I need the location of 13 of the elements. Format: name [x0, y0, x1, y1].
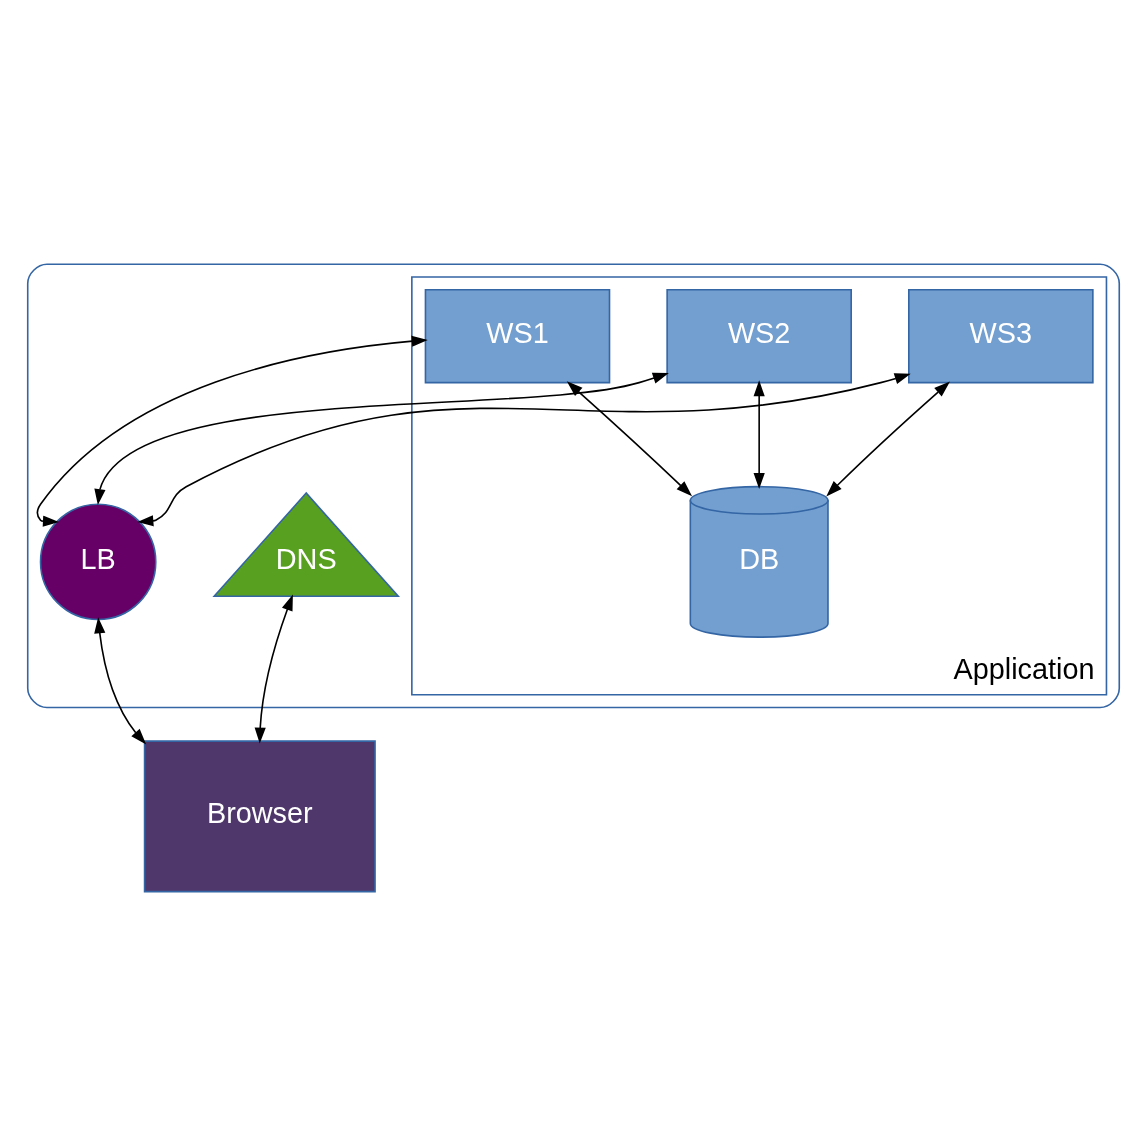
cluster	[26, 263, 1121, 709]
node-box: Browser	[143, 740, 376, 893]
node-box: WS1	[424, 289, 611, 384]
arrow	[94, 372, 669, 506]
arrow	[753, 380, 765, 490]
node-box: WS3	[908, 289, 1094, 384]
arrow	[137, 373, 911, 527]
arrow	[826, 381, 950, 497]
arrow	[566, 381, 693, 497]
arrow	[94, 617, 147, 745]
arrow	[254, 594, 293, 744]
arrow	[36, 335, 428, 527]
node-box: WS2	[666, 289, 852, 384]
